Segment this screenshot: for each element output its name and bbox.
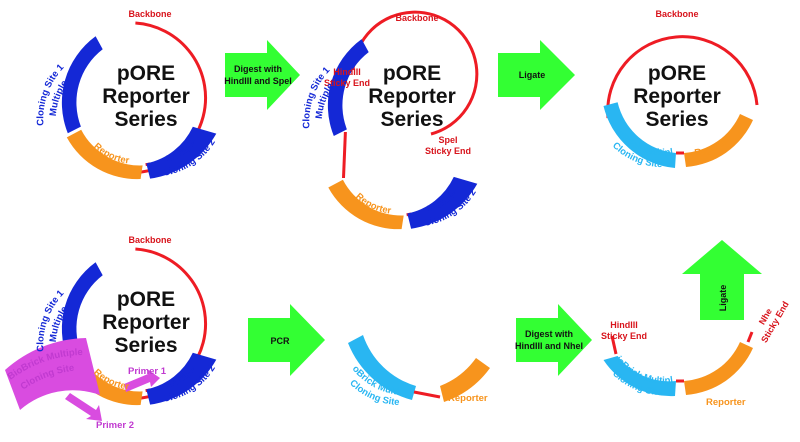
fragment-gap-1 (342, 131, 347, 179)
hindiii-sticky-label-line2: Sticky End (601, 331, 647, 341)
plasmid-title-line3: Series (114, 108, 177, 131)
reporter-segment (66, 129, 143, 180)
primer-1-arrow (124, 369, 160, 392)
arrow-digest-1: Digest with HindIII and SpeI (224, 40, 300, 110)
mcs1-segment (61, 262, 103, 360)
nhe-sticky-end (746, 331, 754, 343)
reporter-segment (440, 358, 490, 402)
hindiii-sticky-end (610, 335, 618, 355)
reporter-label: Reporter (448, 393, 488, 404)
arrow-pcr-shape (248, 304, 325, 376)
arrow-digest-1-label-line2: HindIII and SpeI (224, 76, 292, 86)
arrow-ligate-2-shape (682, 240, 762, 320)
spei-sticky-label-line1: SpeI (438, 135, 457, 145)
reporter-label: Reporter (706, 397, 746, 408)
plasmid-title-line3: Series (645, 108, 708, 131)
plasmid-title-line3: Series (380, 108, 443, 131)
mcs2-fragment-segment (407, 176, 478, 229)
arrow-digest-2-label-line1: Digest with (525, 329, 573, 339)
arrow-digest-2-label-line2: HindIII and NheI (515, 341, 583, 351)
backbone-label: Backbone (128, 9, 171, 19)
plasmid-digested: Backbone HindIII Sticky End SpeI Sticky … (301, 10, 479, 230)
backbone-open-arc (351, 10, 479, 136)
hindiii-sticky-label-line1: HindIII (333, 67, 361, 77)
mcs1-fragment-segment (327, 39, 369, 136)
plasmid-title-line2: Reporter (368, 85, 456, 108)
reporter-segment (684, 114, 753, 167)
reporter-segment (684, 342, 753, 395)
biobrick-overhang-segment (5, 338, 100, 410)
mcs2-segment (146, 126, 217, 179)
mcs2-segment (146, 352, 217, 405)
plasmid-title-line1: pORE (117, 62, 175, 85)
backbone-circle (606, 35, 759, 119)
primer-1-label: Primer 1 (128, 366, 167, 377)
arrow-pcr-label: PCR (270, 336, 290, 346)
hindiii-sticky-label-line2: Sticky End (324, 78, 370, 88)
arrow-digest-2: Digest with HindIII and NheI (515, 304, 592, 376)
plasmid-title-line1: pORE (383, 62, 441, 85)
plasmid-title-line1: pORE (117, 288, 175, 311)
arrow-ligate-1-shape (498, 40, 575, 110)
backbone-label: Backbone (128, 235, 171, 245)
plasmid-original: Backbone pORE Reporter Series Multiple C… (35, 9, 218, 180)
reporter-fragment-segment (328, 179, 404, 230)
arrow-ligate-2: Ligate (682, 240, 762, 320)
backbone-label: Backbone (395, 13, 438, 23)
biobrick-mcs-segment (603, 102, 676, 168)
arrow-digest-1-label-line1: Digest with (234, 64, 282, 74)
arrow-ligate-2-label: Ligate (718, 285, 728, 312)
backbone-label: Backbone (655, 9, 698, 19)
mcs1-segment (61, 36, 103, 134)
plasmid-title-line3: Series (114, 334, 177, 357)
plasmid-title-line2: Reporter (102, 85, 190, 108)
plasmid-title-line2: Reporter (633, 85, 721, 108)
nhe-sticky-label: NheSticky End (750, 294, 791, 344)
arrow-ligate-1-label: Ligate (519, 70, 546, 80)
arrow-pcr: PCR (248, 304, 325, 376)
biobrick-mcs-segment (348, 335, 416, 400)
primer-2-arrow (65, 393, 102, 421)
primer-2-label: Primer 2 (96, 420, 134, 431)
spei-sticky-label-line2: Sticky End (425, 146, 471, 156)
arrow-ligate-1: Ligate (498, 40, 575, 110)
plasmid-title-line1: pORE (648, 62, 706, 85)
plasmid-pcr-template: Backbone pORE Reporter Series Multiple C… (5, 235, 218, 431)
arrow-digest-2-shape (516, 304, 592, 376)
arrow-digest-1-shape (225, 40, 300, 110)
hindiii-sticky-label-line1: HindIII (610, 320, 638, 330)
plasmid-title-line2: Reporter (102, 311, 190, 334)
biobrick-mcs-segment (603, 356, 676, 397)
product-backbone-gap (413, 390, 441, 399)
